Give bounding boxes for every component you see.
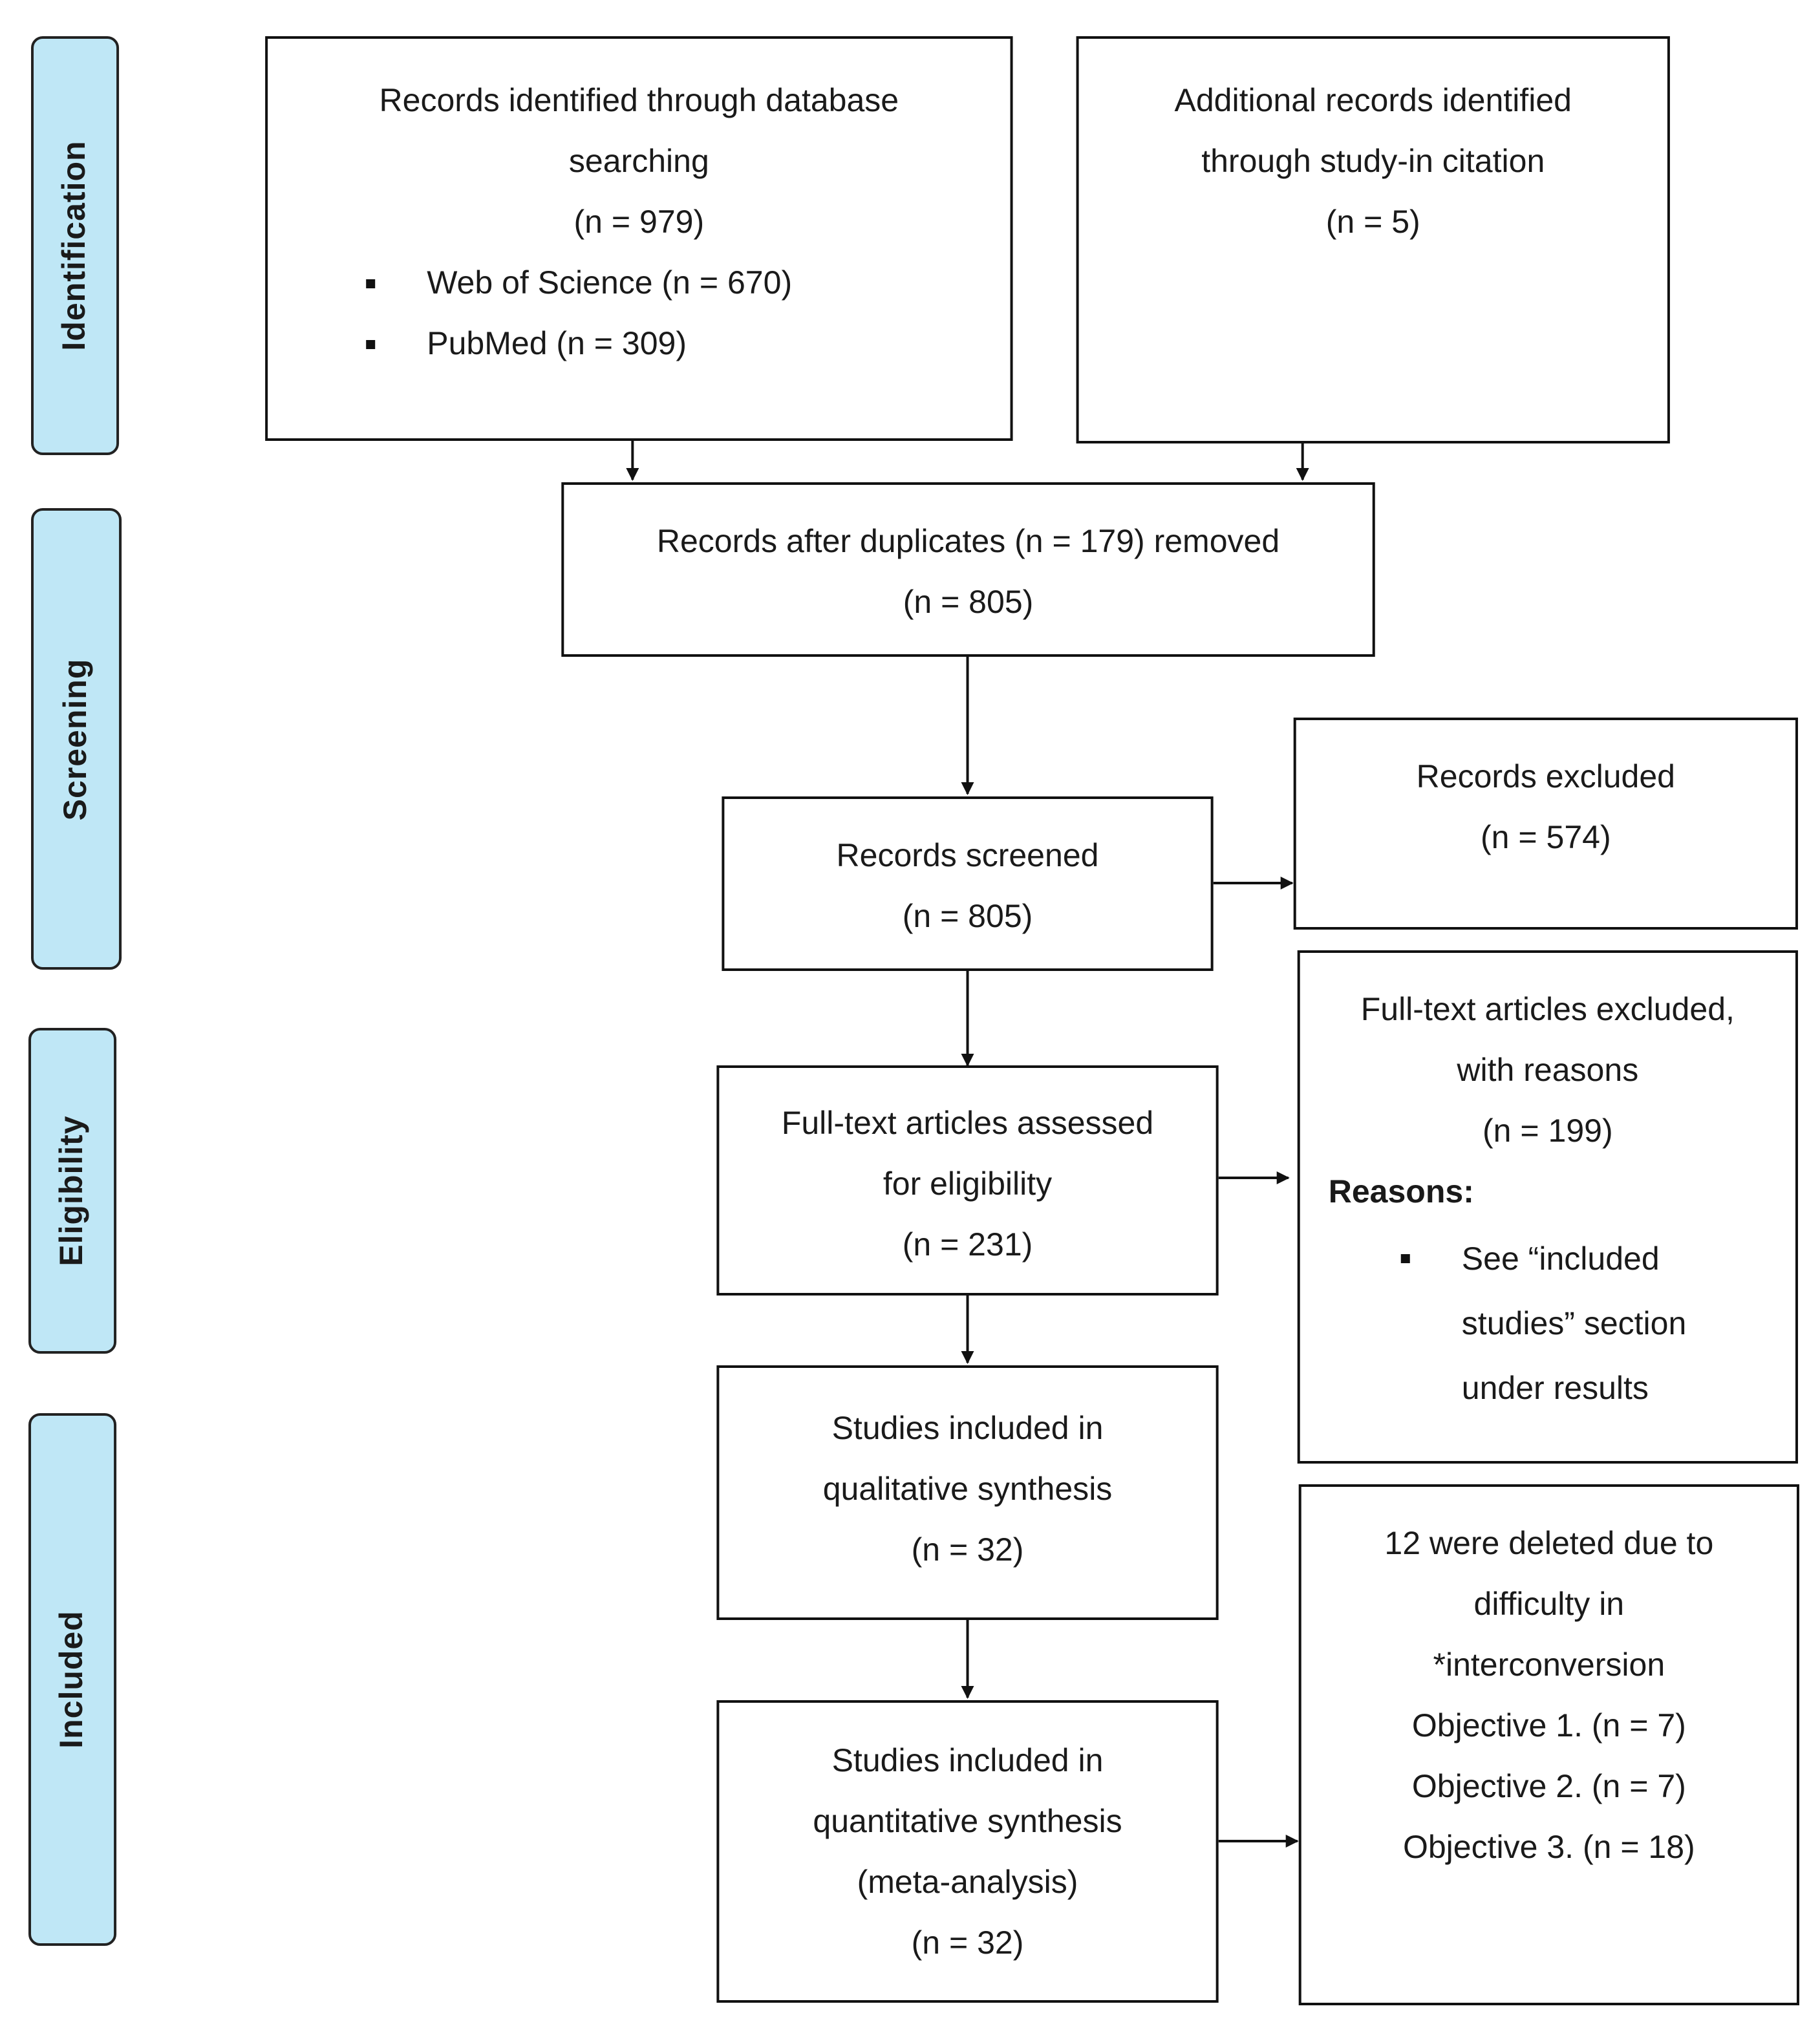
list-item: studies” section xyxy=(1300,1292,1795,1356)
quantitative-synthesis-title-1: Studies included in xyxy=(831,1743,1104,1779)
database-records-title-1: Records identified through database xyxy=(379,83,899,119)
database-sources-list: Web of Science (n = 670) PubMed (n = 309… xyxy=(268,253,1010,375)
objective-2-count: Objective 2. (n = 7) xyxy=(1411,1769,1686,1805)
list-item: under results xyxy=(1300,1356,1795,1421)
bullet-icon xyxy=(366,340,376,349)
reasons-heading: Reasons: xyxy=(1328,1174,1474,1210)
source-web-of-science: Web of Science (n = 670) xyxy=(427,265,793,301)
objective-1-count: Objective 1. (n = 7) xyxy=(1411,1708,1686,1744)
quantitative-synthesis-title-3: (meta-analysis) xyxy=(857,1864,1078,1901)
fulltext-assessed-count: (n = 231) xyxy=(902,1227,1033,1263)
bullet-icon xyxy=(366,279,376,288)
list-item: See “included xyxy=(1300,1227,1795,1292)
fulltext-excluded-box: Full-text articles excluded, with reason… xyxy=(1297,950,1798,1464)
reason-line-1: See “included xyxy=(1461,1241,1660,1277)
deleted-note-line-3: *interconversion xyxy=(1433,1647,1665,1683)
fulltext-excluded-title-1: Full-text articles excluded, xyxy=(1360,992,1735,1028)
fulltext-assessed-title-2: for eligibility xyxy=(883,1166,1053,1202)
qualitative-synthesis-title-1: Studies included in xyxy=(831,1411,1104,1447)
duplicates-removed-title: Records after duplicates (n = 179) remov… xyxy=(656,524,1280,560)
deleted-note-line-2: difficulty in xyxy=(1473,1586,1625,1623)
quantitative-synthesis-count: (n = 32) xyxy=(911,1925,1024,1961)
database-records-count: (n = 979) xyxy=(573,204,705,240)
quantitative-synthesis-box: Studies included in quantitative synthes… xyxy=(716,1700,1219,2003)
database-records-box: Records identified through database sear… xyxy=(265,36,1013,441)
duplicates-removed-count: (n = 805) xyxy=(903,584,1034,621)
records-excluded-box: Records excluded (n = 574) xyxy=(1293,718,1798,930)
records-screened-count: (n = 805) xyxy=(902,899,1033,935)
reason-line-3: under results xyxy=(1461,1370,1649,1407)
qualitative-synthesis-count: (n = 32) xyxy=(911,1532,1024,1568)
records-screened-box: Records screened (n = 805) xyxy=(722,796,1214,971)
reason-line-2: studies” section xyxy=(1461,1306,1687,1342)
list-item: Web of Science (n = 670) xyxy=(268,253,1010,314)
phase-eligibility: Eligibility xyxy=(28,1028,117,1354)
records-screened-title: Records screened xyxy=(836,838,1099,874)
database-records-title-2: searching xyxy=(568,144,709,180)
bullet-icon xyxy=(1400,1254,1410,1263)
fulltext-excluded-count: (n = 199) xyxy=(1483,1113,1613,1149)
fulltext-assessed-box: Full-text articles assessed for eligibil… xyxy=(716,1065,1219,1296)
phase-identification: Identification xyxy=(31,36,120,455)
deleted-studies-note-box: 12 were deleted due to difficulty in *in… xyxy=(1298,1484,1799,2005)
records-excluded-count: (n = 574) xyxy=(1481,820,1611,856)
additional-records-box: Additional records identified through st… xyxy=(1076,36,1670,443)
phase-screening: Screening xyxy=(31,508,122,970)
duplicates-removed-box: Records after duplicates (n = 179) remov… xyxy=(561,482,1375,657)
objective-3-count: Objective 3. (n = 18) xyxy=(1402,1829,1695,1866)
additional-records-title-2: through study-in citation xyxy=(1201,144,1545,180)
qualitative-synthesis-box: Studies included in qualitative synthesi… xyxy=(716,1365,1219,1620)
quantitative-synthesis-title-2: quantitative synthesis xyxy=(813,1804,1122,1840)
additional-records-title-1: Additional records identified xyxy=(1174,83,1572,119)
list-item: PubMed (n = 309) xyxy=(268,314,1010,375)
fulltext-assessed-title-1: Full-text articles assessed xyxy=(781,1105,1154,1142)
deleted-note-line-1: 12 were deleted due to xyxy=(1384,1526,1714,1562)
phase-included: Included xyxy=(28,1413,117,1946)
qualitative-synthesis-title-2: qualitative synthesis xyxy=(822,1471,1113,1508)
fulltext-excluded-title-2: with reasons xyxy=(1457,1052,1639,1089)
additional-records-count: (n = 5) xyxy=(1325,204,1420,240)
records-excluded-title: Records excluded xyxy=(1416,759,1676,795)
reasons-list: See “included studies” section under res… xyxy=(1300,1227,1795,1421)
source-pubmed: PubMed (n = 309) xyxy=(427,326,687,362)
